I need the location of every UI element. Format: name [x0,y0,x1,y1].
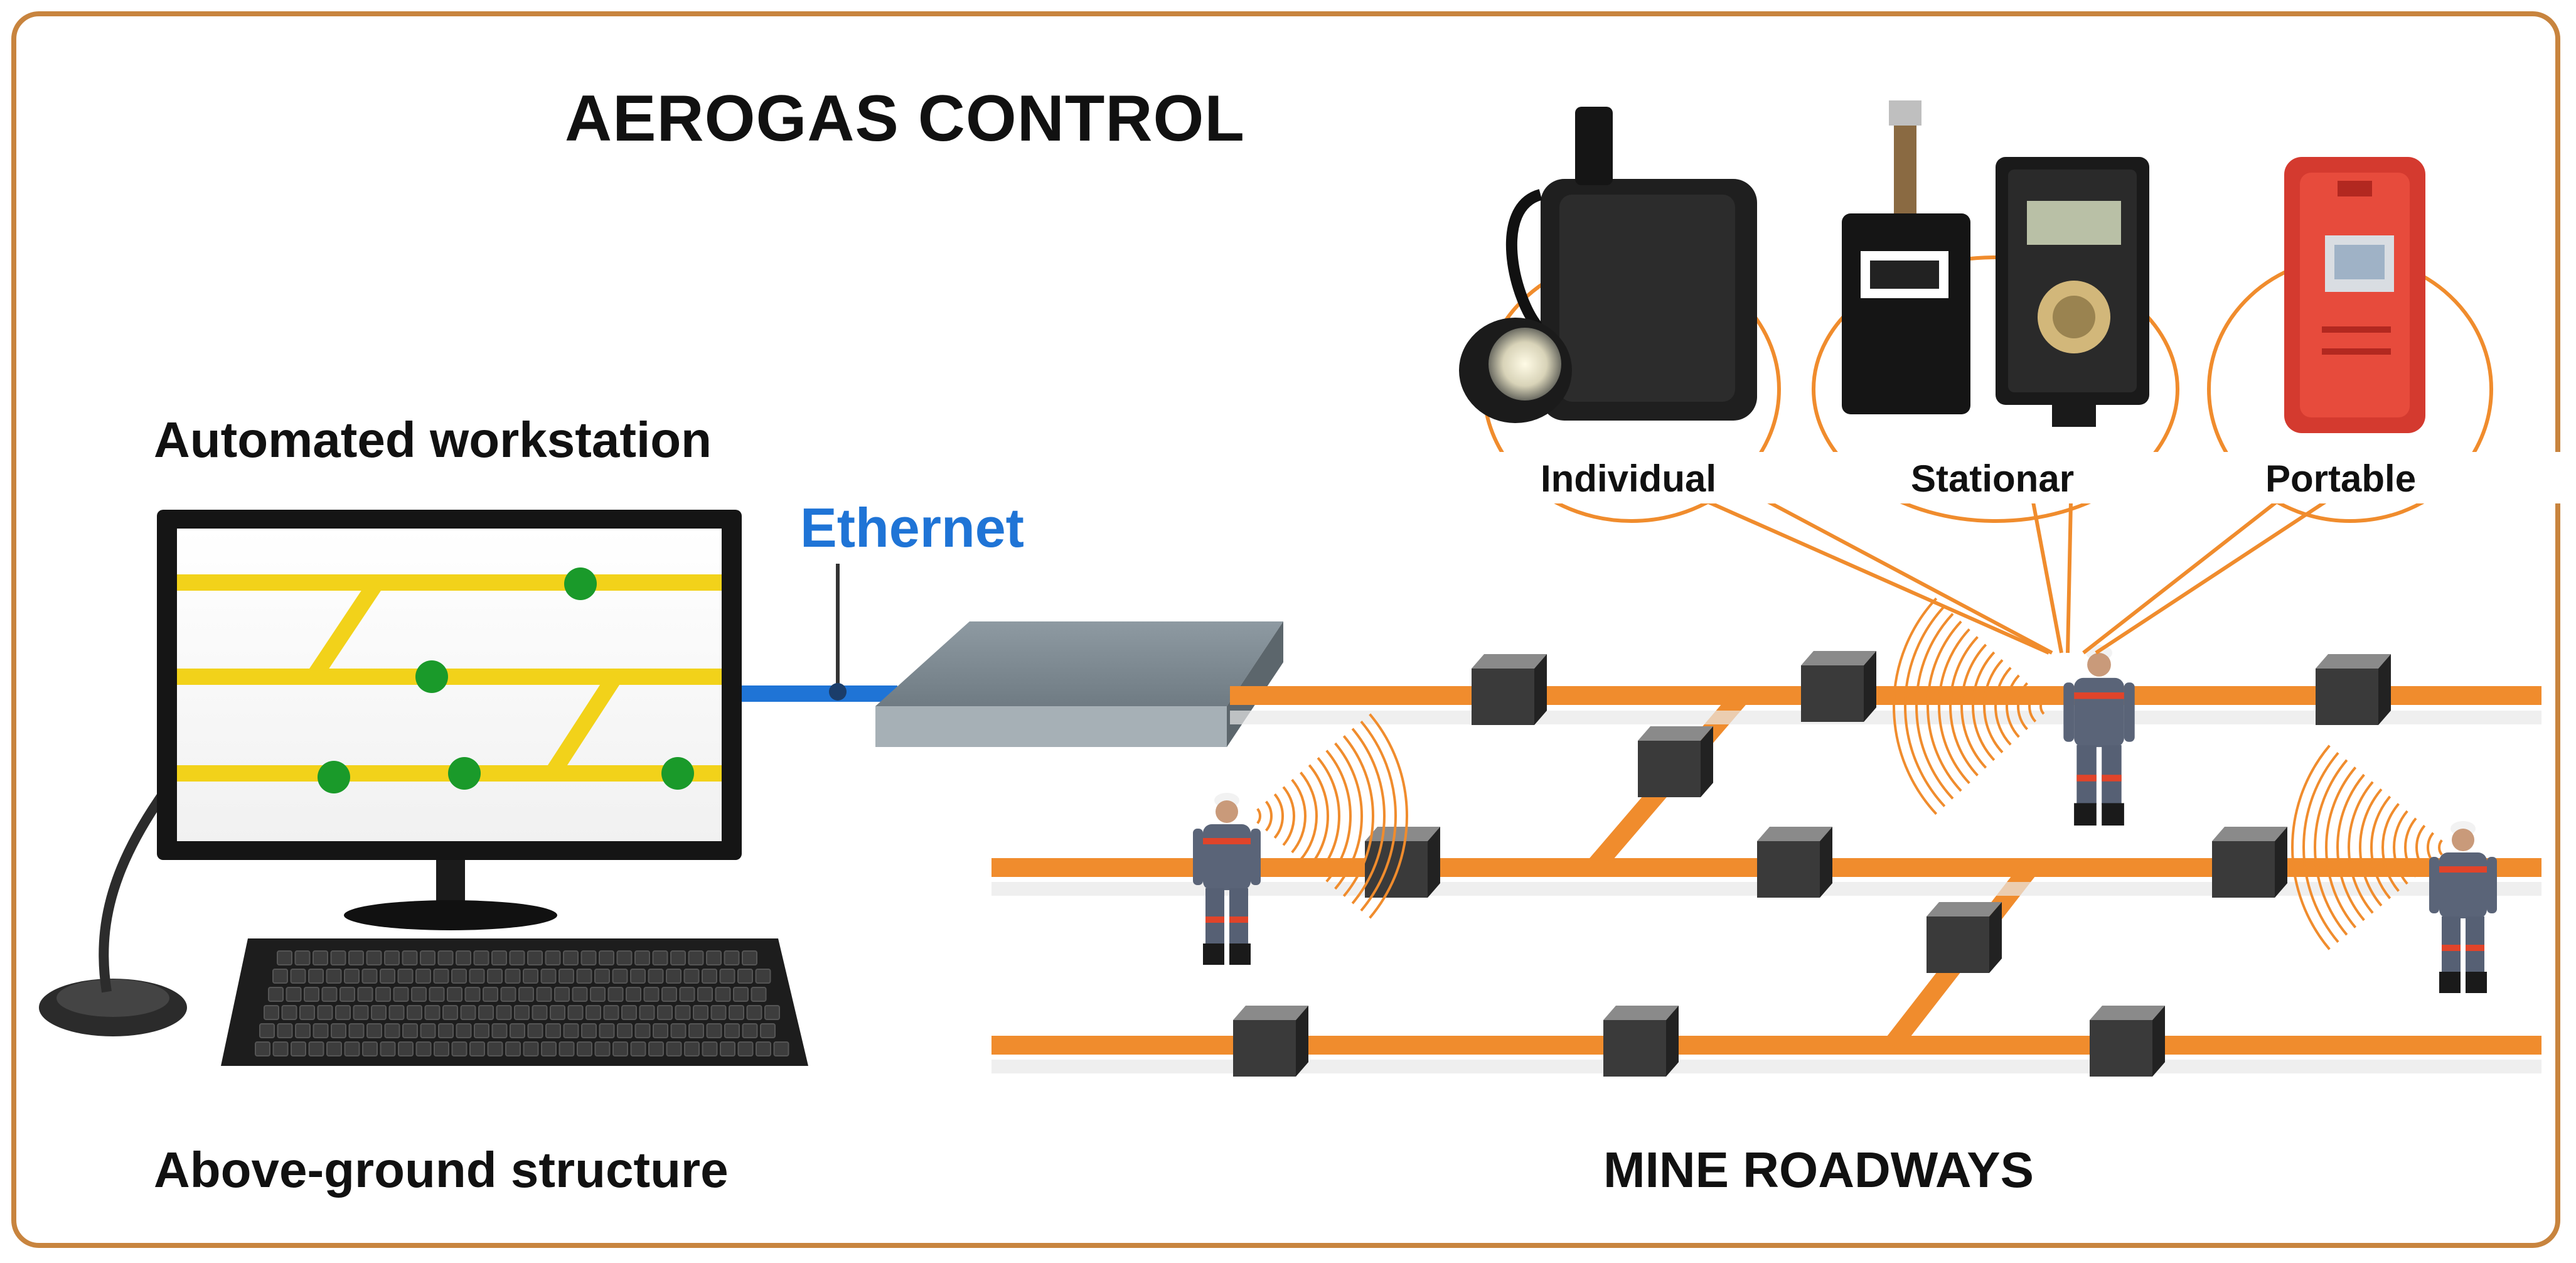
device-label-portable: Portable [2265,458,2417,500]
gas-sensor-box [1365,827,1440,898]
portable-detector-icon [2284,157,2425,433]
workstation [39,510,808,1066]
screen-nodes [318,567,694,793]
signal-waves [1256,597,2443,950]
above-ground-label: Above-ground structure [154,1142,729,1198]
device-label-individual: Individual [1541,458,1717,500]
network-switch [875,621,1283,747]
ethernet-link [742,564,897,702]
gas-sensor-box [1233,1006,1308,1077]
miner-figure [1193,793,1261,965]
gas-sensor-box [2212,827,2287,898]
miner-figure [2429,821,2497,993]
stationary-sensor-icon [1842,100,2149,427]
miners [1193,645,2497,993]
keyboard-icon [221,938,808,1066]
sensor-boxes [1233,651,2391,1077]
gas-sensor-box [2090,1006,2165,1077]
device-label-band [1337,452,2563,503]
miner-figure [2063,645,2135,826]
cap-lamp-icon [1459,107,1757,423]
monitor [157,510,742,930]
gas-sensor-box [2316,654,2391,725]
gas-sensor-box [1472,654,1547,725]
mine-roadways-label: MINE ROADWAYS [1603,1142,2034,1198]
diagram-title: AEROGAS CONTROL [565,82,1245,155]
device-label-stationar: Stationar [1911,458,2075,500]
gas-sensor-box [1603,1006,1679,1077]
gas-sensor-box [1757,827,1832,898]
gas-sensor-box [1927,902,2002,973]
ethernet-label: Ethernet [800,497,1024,559]
workstation-label: Automated workstation [154,412,712,468]
gas-sensor-box [1638,726,1713,797]
gas-sensor-box [1801,651,1876,722]
